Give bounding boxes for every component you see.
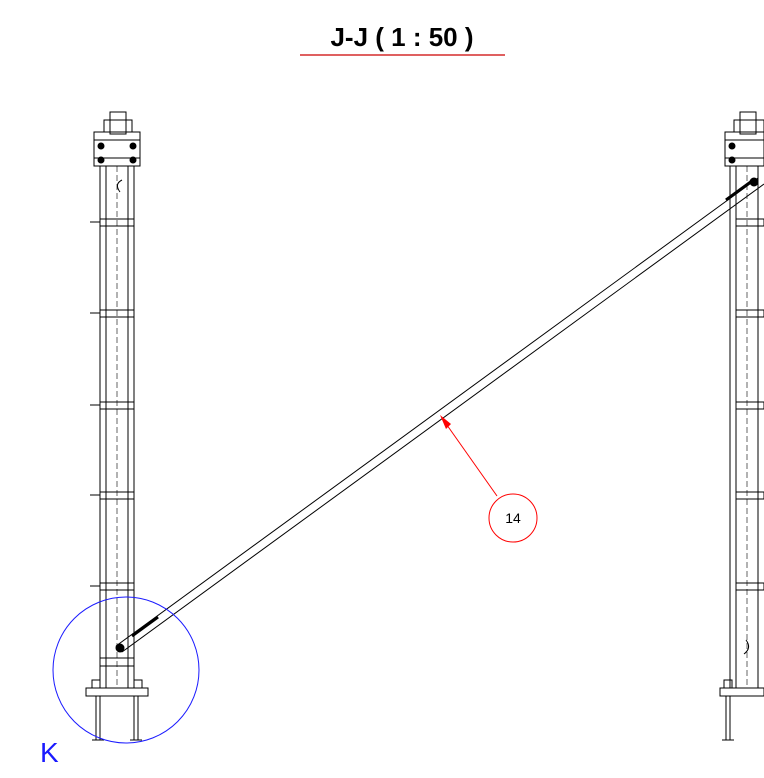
- left-top-bracket: [109, 111, 127, 135]
- view-title: J-J ( 1 : 50 ): [300, 22, 505, 56]
- detail-label: K: [40, 737, 59, 768]
- brace-pin-right-icon: [749, 177, 759, 187]
- left-rungs: [90, 218, 135, 667]
- view-title-text: J-J ( 1 : 50 ): [330, 22, 473, 52]
- brace-pin-left-icon: [115, 643, 125, 653]
- left-bolt-icon: [97, 142, 105, 150]
- left-base: [85, 679, 149, 741]
- right-rungs: [735, 218, 764, 591]
- part-callout: 14: [440, 415, 538, 543]
- callout-leader: [441, 417, 498, 497]
- left-hook-icon: [116, 179, 123, 193]
- callout-number: 14: [505, 510, 521, 526]
- callout-arrowhead: [440, 415, 451, 429]
- left-top-plate: [103, 119, 133, 133]
- right-hook-icon: [743, 639, 750, 655]
- right-cap-head: [724, 131, 764, 167]
- left-column: [85, 111, 149, 741]
- right-base: [719, 679, 764, 741]
- detail-circle: [52, 596, 200, 744]
- callout-bubble: [488, 493, 538, 543]
- right-column: [719, 111, 764, 741]
- detail-marker: K: [40, 596, 200, 768]
- right-bolt-icon: [728, 142, 736, 150]
